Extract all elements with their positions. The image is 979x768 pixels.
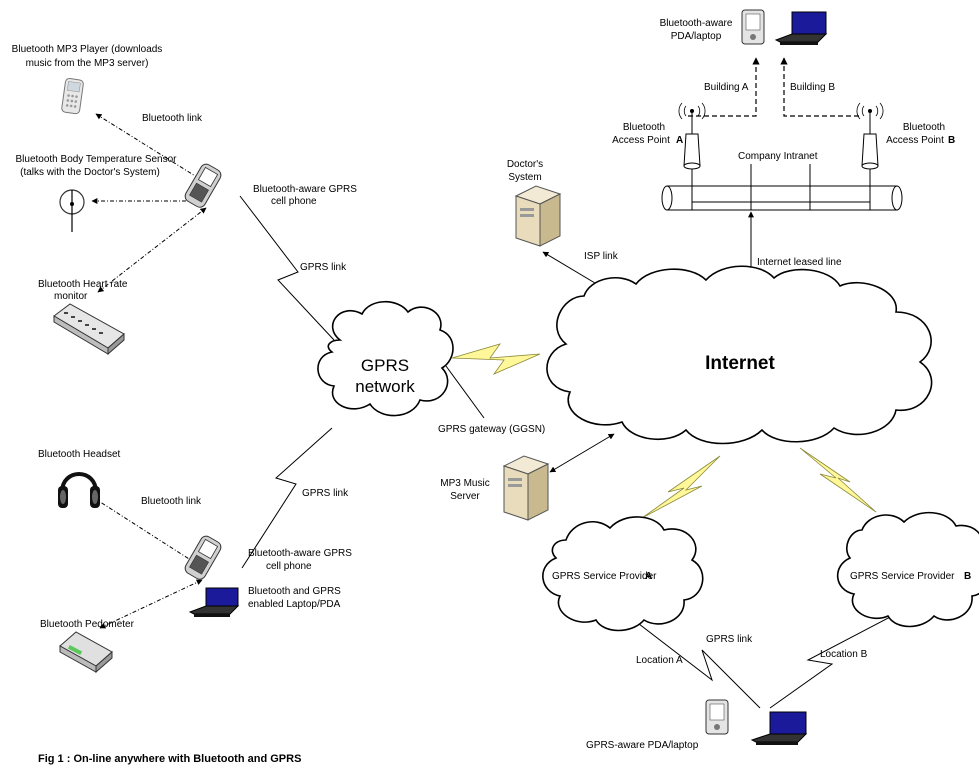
- laptop-icon: [750, 711, 808, 745]
- gprs-gateway-line: [445, 365, 485, 419]
- gprs-link-right-label: GPRS link: [706, 634, 753, 645]
- leased-line-label: Internet leased line: [757, 257, 842, 268]
- intranet-pipe: [661, 164, 903, 211]
- bt-link-heart: [97, 207, 207, 293]
- building-a-label: Building A: [704, 82, 749, 93]
- laptop-icon: [774, 11, 828, 45]
- pda-icon: [705, 699, 729, 735]
- heart-monitor-label-2: monitor: [54, 291, 88, 302]
- laptop-icon: [188, 587, 240, 617]
- gprs-link-location-b: [769, 615, 893, 709]
- mp3-server-label-1: MP3 Music: [440, 478, 489, 489]
- temperature-sensor-icon: [59, 189, 85, 232]
- headset-label: Bluetooth Headset: [38, 449, 121, 460]
- internet-label: Internet: [705, 353, 775, 374]
- gprs-link-top-line: [239, 195, 335, 341]
- pda-top-label-1: Bluetooth-aware: [660, 18, 733, 29]
- phone-bottom-label-2: cell phone: [266, 561, 312, 572]
- mp3-player-label-1: Bluetooth MP3 Player (downloads: [12, 44, 163, 55]
- access-point-icon: [856, 102, 884, 170]
- ap-a-label-1: Bluetooth: [623, 122, 665, 133]
- bt-link-pedometer: [99, 579, 203, 629]
- provider-a-label: GPRS Service Provider: [552, 571, 657, 582]
- temp-sensor-label-1: Bluetooth Body Temperature Sensor: [15, 154, 177, 165]
- gprs-provider-a-cloud: [542, 516, 704, 632]
- phone-top-label-1: Bluetooth-aware GPRS: [253, 184, 357, 195]
- mp3-player-icon: [61, 78, 84, 115]
- lightning-gprs-internet: [451, 343, 541, 375]
- pedometer-icon: [59, 631, 113, 674]
- phone-bottom-label-1: Bluetooth-aware GPRS: [248, 548, 352, 559]
- doctor-label-1: Doctor's: [507, 159, 543, 170]
- gprs-link-location-a: [625, 613, 761, 709]
- gprs-link-top-label: GPRS link: [300, 262, 347, 273]
- server-icon: [514, 185, 562, 247]
- access-point-icon: [678, 102, 706, 170]
- mp3-server-label-2: Server: [450, 491, 480, 502]
- mp3-player-label-2: music from the MP3 server): [26, 58, 149, 69]
- heart-monitor-label-1: Bluetooth Heart rate: [38, 279, 128, 290]
- mp3-server-link-line: [549, 433, 615, 473]
- isp-link-label: ISP link: [584, 251, 619, 262]
- provider-b-label: GPRS Service Provider: [850, 571, 955, 582]
- bluetooth-link-bottom-label: Bluetooth link: [141, 496, 202, 507]
- doctor-label-2: System: [508, 172, 541, 183]
- bluetooth-link-top-label: Bluetooth link: [142, 113, 203, 124]
- gprs-link-bottom-label: GPRS link: [302, 488, 349, 499]
- headset-icon: [58, 472, 100, 508]
- server-icon: [502, 455, 550, 521]
- ap-b-label-3: B: [948, 135, 955, 146]
- location-b-label: Location B: [820, 649, 868, 660]
- figure-caption: Fig 1 : On-line anywhere with Bluetooth …: [38, 753, 301, 765]
- pda-bottom-label: GPRS-aware PDA/laptop: [586, 740, 699, 751]
- building-b-label: Building B: [790, 82, 835, 93]
- company-intranet-label: Company Intranet: [738, 151, 818, 162]
- pedometer-label: Bluetooth Pedometer: [40, 619, 135, 630]
- gprs-network-cloud: [317, 300, 454, 417]
- building-a-line: [688, 57, 760, 117]
- gprs-network-label-2: network: [355, 377, 415, 396]
- lightning-internet-provider-b: [799, 447, 877, 513]
- bt-link-mp3: [95, 113, 209, 185]
- ap-a-label-2: Access Point: [612, 135, 670, 146]
- ap-a-label-3: A: [676, 135, 683, 146]
- cell-phone-icon: [184, 535, 222, 580]
- ap-b-label-2: Access Point: [886, 135, 944, 146]
- phone-top-label-2: cell phone: [271, 196, 317, 207]
- laptop-bt-label-1: Bluetooth and GPRS: [248, 586, 341, 597]
- ap-b-label-1: Bluetooth: [903, 122, 945, 133]
- gprs-gateway-label: GPRS gateway (GGSN): [438, 424, 545, 435]
- lightning-internet-provider-a: [641, 455, 721, 519]
- building-b-line: [780, 57, 862, 117]
- pda-top-label-2: PDA/laptop: [671, 31, 722, 42]
- bt-link-headset: [93, 497, 201, 567]
- internet-cloud: [546, 265, 933, 445]
- temp-sensor-label-2: (talks with the Doctor's System): [20, 167, 160, 178]
- cell-phone-icon: [184, 163, 222, 208]
- gprs-network-label-1: GPRS: [361, 356, 409, 375]
- heart-rate-monitor-icon: [53, 303, 125, 356]
- gprs-provider-b-cloud: [836, 511, 979, 628]
- provider-a-letter: A: [645, 571, 652, 582]
- provider-b-letter: B: [964, 571, 971, 582]
- laptop-bt-label-2: enabled Laptop/PDA: [248, 599, 341, 610]
- pda-icon: [741, 9, 765, 45]
- location-a-label: Location A: [636, 655, 683, 666]
- gprs-link-bottom-line: [241, 427, 333, 569]
